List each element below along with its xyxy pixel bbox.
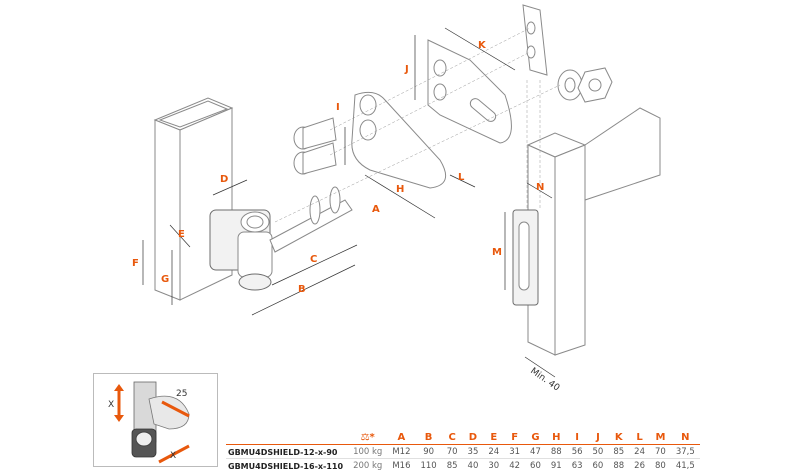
cell: 88 [545,444,567,459]
cell: 85 [446,461,458,471]
cell: 85 [608,444,630,459]
weight-icon: ⚖* [348,432,388,445]
horizontal-arrow-icon [158,444,190,464]
cell: 70 [441,444,463,459]
screws [293,117,337,175]
cell: M12 [387,444,416,459]
cell: 42 [509,461,521,471]
cell: 63 [571,461,583,471]
dim-label-c: C [310,254,317,265]
hinge-bracket [209,209,273,291]
table-row: GBMU4DSHIELD-12-x-90 100 kg M12 90 70 35… [226,444,700,459]
table-row: GBMU4DSHIELD-16-x-110 200 kg M16 110 85 … [226,459,700,472]
col-header: A [387,432,416,445]
cell: 110 [420,461,437,471]
cell: 90 [415,444,442,459]
cell: 88 [613,461,625,471]
cell: 91 [550,461,562,471]
cell: 60 [592,461,604,471]
dim-label-h: H [396,184,404,195]
cell: 31 [504,444,526,459]
dim-label-e: E [178,229,185,240]
dim-label-l: L [458,172,465,183]
thumb-label-angle: 25 [176,389,187,399]
spec-header-row: ⚖* A B C D E F G H I J K L M N [226,432,700,445]
angle-arrow-icon [161,400,190,418]
thumb-label-x-horizontal: X [170,451,176,461]
cell: 80 [655,461,666,471]
dim-label-a: A [372,204,380,215]
shield-plate [351,91,447,189]
col-header: B [415,432,442,445]
col-header: E [483,432,505,445]
model-name: GBMU4DSHIELD-12-x-90 [226,444,349,459]
cell: 47 [525,444,546,459]
col-header: K [608,432,630,445]
cell: 24 [629,444,650,459]
dim-label-i: I [336,102,340,113]
col-header: J [587,432,609,445]
cell: 50 [587,444,609,459]
col-header: N [670,432,700,445]
dim-label-g: G [161,274,169,285]
cell: 60 [530,461,541,471]
col-header: D [462,432,484,445]
cell: 35 [462,444,484,459]
dim-label-k: K [478,40,487,51]
cell: 70 [650,444,671,459]
cell: 41,5 [675,461,695,471]
cell: 37,5 [670,444,700,459]
cell: 26 [634,461,645,471]
col-header: L [629,432,650,445]
model-name: GBMU4DSHIELD-16-x-110 [228,461,344,471]
load-value: 100 kg [348,444,388,459]
dim-label-j: J [404,64,409,75]
spec-table: ⚖* A B C D E F G H I J K L M N GBMU4DSHI… [226,432,700,472]
col-header: H [545,432,567,445]
cell: 56 [566,444,588,459]
col-header: I [566,432,588,445]
thumb-label-x-vertical: X [108,400,114,410]
hinge-exploded-diagram: A B C D E F G H I J K L M N Min. 40 [132,4,661,394]
cell: M16 [392,461,411,471]
cell: 30 [488,461,500,471]
header-model [226,432,349,445]
col-header: G [525,432,546,445]
threaded-bolt [269,186,353,253]
col-header: F [504,432,526,445]
col-header: M [650,432,671,445]
dim-label-d: D [220,174,228,185]
dimension-lines [142,27,556,378]
right-post [512,107,661,356]
fasteners [522,4,613,103]
cell: 40 [467,461,479,471]
dim-label-f: F [132,258,139,269]
dim-label-m: M [492,247,502,258]
dim-label-n: N [536,182,544,193]
assembly-axes [274,27,561,223]
leaf-plate [427,39,512,144]
load-value: 200 kg [353,461,383,471]
adjustment-illustration: X X 25 [108,381,190,464]
adjustment-thumbnail: X X 25 [93,373,218,467]
dim-label-b: B [298,284,306,295]
col-header: C [441,432,463,445]
cell: 24 [483,444,505,459]
